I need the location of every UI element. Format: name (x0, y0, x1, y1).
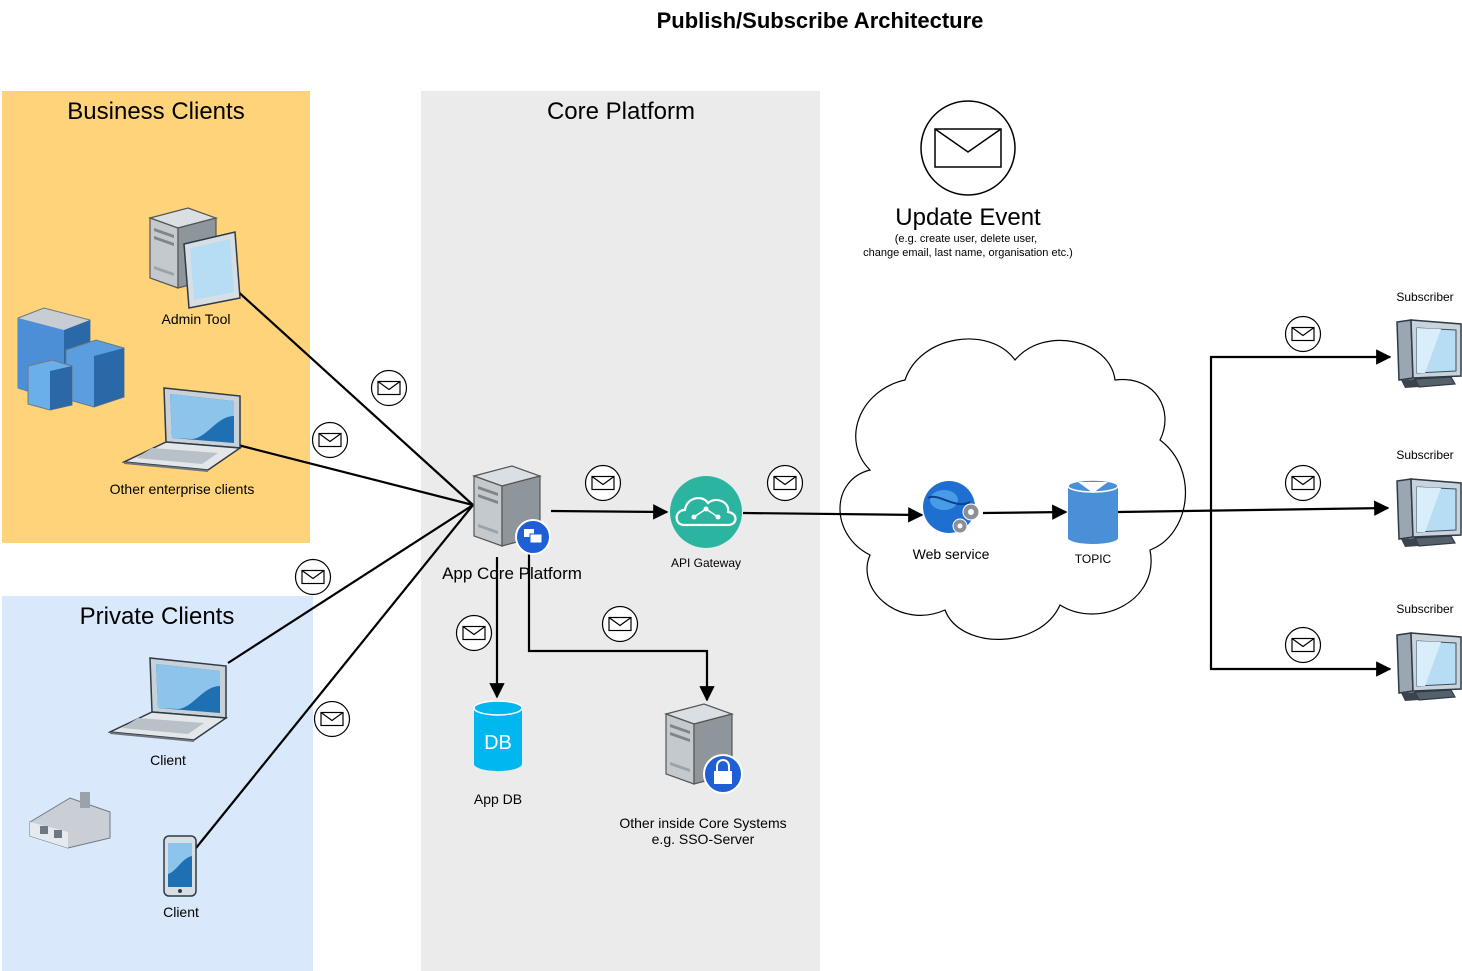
envelope-icon (766, 464, 804, 502)
cloud-icon (839, 338, 1186, 640)
diagram-title: Publish/Subscribe Architecture (657, 8, 984, 33)
api-gateway-label: API Gateway (671, 556, 741, 570)
client-phone-label: Client (163, 904, 199, 920)
api-gateway-icon (670, 476, 742, 548)
admin-tool-label: Admin Tool (161, 311, 230, 327)
business-clients-title: Business Clients (67, 98, 244, 125)
sso-server-icon (665, 703, 743, 794)
topic-label: TOPIC (1075, 552, 1112, 566)
envelope-icon (584, 464, 622, 502)
update-event-envelope-icon (920, 100, 1016, 196)
subscriber-label: Subscriber (1396, 290, 1453, 304)
buildings-icon (17, 307, 125, 411)
envelope-icon (1284, 315, 1322, 353)
envelope-icon (1284, 464, 1322, 502)
private-clients-zone (2, 596, 313, 971)
phone-icon (163, 835, 197, 897)
admin-tool-icon (149, 207, 241, 309)
envelope-icon (370, 369, 408, 407)
update-event-note-line1: (e.g. create user, delete user, (895, 233, 1037, 245)
globe-gear-icon (923, 481, 980, 534)
house-icon (29, 792, 111, 849)
connections (195, 287, 1392, 849)
envelope-icon (311, 421, 349, 459)
subscriber-label: Subscriber (1396, 602, 1453, 616)
other-systems-label-line2: e.g. SSO-Server (652, 831, 755, 847)
update-event-label: Update Event (895, 204, 1041, 231)
app-core-label: App Core Platform (442, 564, 582, 583)
envelope-icon (294, 558, 332, 596)
envelope-icon (455, 614, 493, 652)
client-laptop-label: Client (150, 752, 186, 768)
monitor-icon (1396, 319, 1462, 389)
envelope-icon (313, 700, 351, 738)
envelope-icon (601, 605, 639, 643)
app-core-server-icon (473, 465, 551, 555)
database-icon (473, 700, 523, 771)
core-platform-title: Core Platform (547, 98, 695, 125)
envelope-icon (1284, 626, 1322, 664)
enterprise-clients-label: Other enterprise clients (110, 481, 255, 497)
update-event-note-line2: change email, last name, organisation et… (863, 247, 1073, 259)
app-db-label: App DB (474, 791, 522, 807)
topic-icon (1067, 479, 1119, 544)
monitor-icon (1396, 478, 1462, 548)
other-systems-label-line1: Other inside Core Systems (619, 815, 786, 831)
db-glyph: DB (484, 732, 512, 754)
subscriber-label: Subscriber (1396, 448, 1453, 462)
private-clients-title: Private Clients (80, 603, 235, 630)
monitor-icon (1396, 632, 1462, 702)
web-service-label: Web service (913, 546, 990, 562)
